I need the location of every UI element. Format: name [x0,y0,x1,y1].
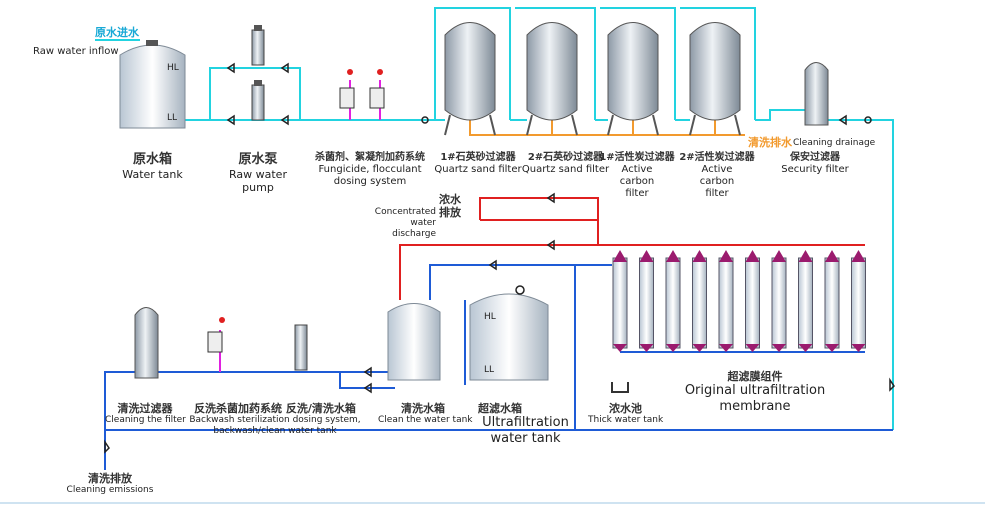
raw-water-tank [119,40,186,129]
backwash-dosing-unit [207,331,223,353]
uf-water-tank [469,293,549,381]
uf-membrane-cap [825,250,839,352]
uf-membrane-tube [851,257,866,349]
dosing-units [339,69,385,109]
uf-membrane-tube [745,257,760,349]
uf-membrane-cap [639,250,654,352]
raw-water-pumps [251,25,265,121]
uf-membrane-cap [692,250,707,352]
security-filter [804,62,829,126]
concentrate-pipes [399,197,865,300]
uf-membrane-tube [798,257,813,349]
uf-membrane-tube [612,257,628,349]
raw-water-inflow-en: Raw water inflow [33,46,119,57]
uf-membrane-tube [692,257,707,349]
uf-membrane-cap [772,250,786,352]
pressure-filters [444,22,741,136]
valves [104,62,895,454]
backwash-pump [294,324,308,371]
raw-tank-ll: LL [167,113,178,123]
concentrate-cn: 浓水排放 [439,193,461,220]
drain-pipe [469,120,745,136]
uf-membrane-tube [771,257,787,349]
uf-tank-hl: HL [484,312,496,322]
uf-membrane-tube [718,257,734,349]
thick-water-tank [611,382,629,393]
uf-membrane-cap [798,250,813,352]
cleaning-filter [134,307,159,379]
clean-water-pipes [104,264,893,470]
uf-membrane-cap [851,250,866,352]
uf-membrane-cap [719,250,733,352]
uf-membrane-cap [745,250,760,352]
clean-water-tank [387,303,441,381]
uf-membranes [612,250,866,352]
concentrate-en: Concentrated water discharge [374,207,436,239]
uf-membrane-tube [665,257,681,349]
uf-tank-ll: LL [484,365,495,375]
raw-tank-hl: HL [167,63,179,73]
uf-membrane-tube [824,257,840,349]
raw-water-pipes [95,7,894,430]
raw-water-inflow-cn: 原水进水 [95,26,139,39]
uf-membrane-cap [613,250,627,352]
uf-membrane-tube [639,257,654,349]
drain-cn: 清洗排水 [748,136,792,149]
drain-en: Cleaning drainage [793,138,876,148]
bottom-divider [0,502,985,504]
uf-membrane-cap [666,250,680,352]
